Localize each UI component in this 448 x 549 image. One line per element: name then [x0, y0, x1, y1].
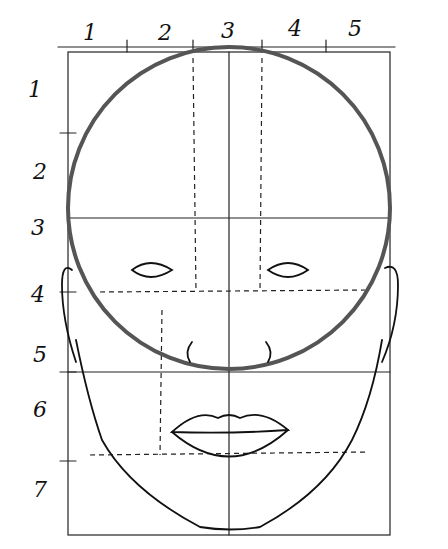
- guide-line: [100, 290, 365, 292]
- grid-line: [68, 217, 390, 218]
- center-line: [228, 52, 229, 535]
- row-number: 6: [33, 399, 47, 421]
- column-number: 1: [83, 22, 97, 44]
- row-number: 7: [33, 479, 47, 501]
- ruler-tick: [126, 40, 127, 52]
- guide-line: [193, 58, 196, 292]
- row-number: 1: [28, 79, 42, 101]
- left-ear: [62, 268, 76, 362]
- left-eye: [132, 263, 172, 277]
- column-number: 5: [348, 18, 362, 40]
- column-number: 3: [221, 20, 235, 42]
- grid-line: [68, 371, 390, 372]
- nose-left: [187, 342, 192, 362]
- guide-line: [90, 452, 368, 455]
- guide-lines: [90, 58, 368, 455]
- guide-line: [160, 310, 162, 455]
- face-features: [62, 263, 398, 530]
- grid: [58, 40, 395, 535]
- upper-lip: [172, 415, 288, 433]
- row-number: 5: [33, 344, 47, 366]
- guide-line: [260, 58, 262, 292]
- ruler-tick: [60, 132, 76, 133]
- row-number: 4: [31, 284, 45, 306]
- column-number: 2: [158, 22, 172, 44]
- nose-right: [266, 342, 271, 362]
- right-eye: [268, 263, 308, 277]
- column-number: 4: [288, 18, 302, 40]
- ruler-tick: [60, 460, 76, 461]
- jaw-outline: [76, 340, 382, 530]
- right-ear: [382, 267, 398, 362]
- grid-frame: [68, 52, 390, 535]
- row-number: 2: [33, 161, 47, 183]
- cranium-circle: [68, 47, 390, 369]
- ruler-tick: [325, 40, 326, 52]
- lower-lip: [172, 430, 288, 457]
- row-number: 3: [31, 217, 45, 239]
